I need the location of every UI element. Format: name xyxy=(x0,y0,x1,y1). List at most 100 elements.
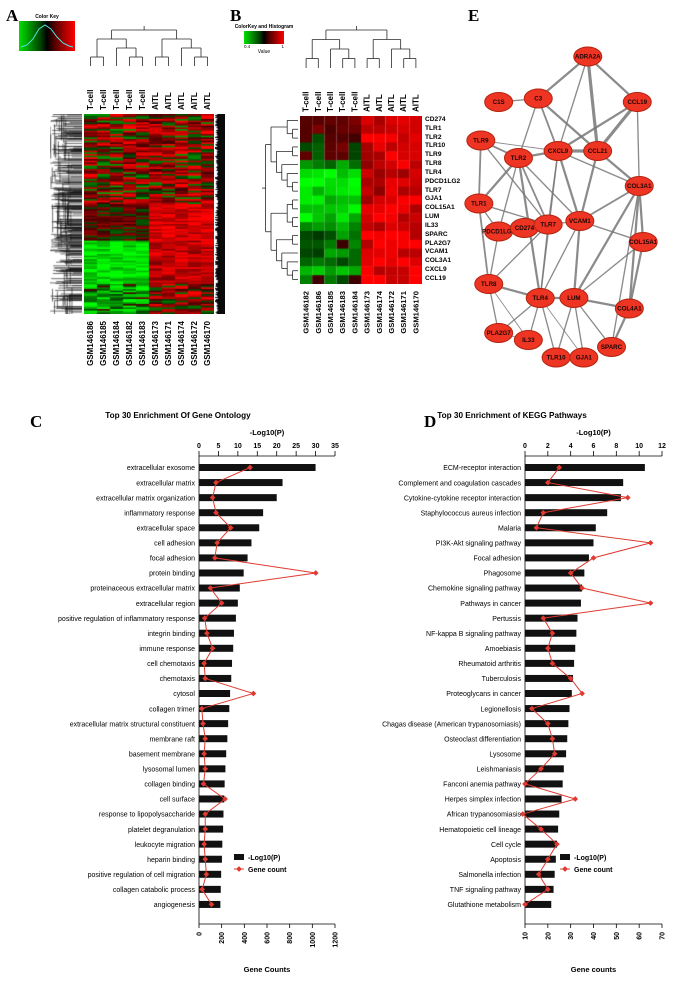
gene-count-marker xyxy=(556,464,563,471)
gene-node xyxy=(573,46,603,67)
category-label: immune response xyxy=(139,646,195,653)
panel-a-label: A xyxy=(6,6,19,25)
network-edge xyxy=(539,224,549,299)
pvalue-bar xyxy=(525,494,621,502)
category-label: lysosomal lumen xyxy=(143,767,195,774)
gene-node-label: LUM xyxy=(567,295,580,302)
sample-column-label: GSM146183 xyxy=(338,291,347,334)
gene-label: TLR9 xyxy=(425,151,442,159)
pvalue-bar xyxy=(525,599,581,607)
gene-node xyxy=(569,347,599,368)
top-axis-tick-label: 12 xyxy=(658,443,666,450)
gene-node xyxy=(474,274,504,294)
top-axis-tick-label: 8 xyxy=(614,443,618,450)
colorkey-b-title: ColorKey and Histogram xyxy=(234,24,294,30)
category-label: collagen trimer xyxy=(149,706,196,713)
sample-column-label: GSM146183 xyxy=(138,320,147,365)
gene-node xyxy=(624,176,654,196)
top-axis-tick-label: 35 xyxy=(331,443,339,450)
gene-node xyxy=(628,232,658,252)
colorkey-a-title: Color Key xyxy=(35,14,59,20)
category-label: Osteoclast differentiation xyxy=(444,736,521,743)
network-edge xyxy=(610,185,640,348)
network-edge xyxy=(557,101,638,152)
top-axis-tick-label: 10 xyxy=(635,443,643,450)
gene-count-marker xyxy=(538,766,544,772)
pvalue-bar xyxy=(525,765,564,773)
top-axis-tick-label: 0 xyxy=(197,443,201,450)
pvalue-bar xyxy=(199,795,225,803)
bottom-axis-tick-label: 50 xyxy=(614,932,621,940)
gene-node-label: IL33 xyxy=(522,337,535,344)
group-label: T-cell xyxy=(338,92,347,112)
category-label: NF-kappa B signaling pathway xyxy=(426,631,521,638)
sample-column-label: GSM146173 xyxy=(151,320,160,365)
gene-node-label: TLR1 xyxy=(471,201,487,208)
gene-node-label: CCL19 xyxy=(627,99,647,106)
pvalue-bar xyxy=(525,900,552,908)
gene-count-marker xyxy=(213,479,219,486)
pvalue-bar xyxy=(199,554,248,562)
sample-column-label: GSM146174 xyxy=(375,290,384,333)
pvalue-bar xyxy=(199,840,223,848)
gene-count-marker xyxy=(204,630,210,637)
gene-node-label: COL4A1 xyxy=(617,306,642,313)
category-label: Fanconi anemia pathway xyxy=(443,782,521,789)
colorkey-b-tick-high: 1 xyxy=(281,44,284,49)
bottom-axis-tick-label: 20 xyxy=(545,932,552,940)
category-label: extracellular matrix xyxy=(136,480,195,487)
gene-node-label: CXCL9 xyxy=(548,148,569,155)
pvalue-bar xyxy=(525,659,575,667)
category-label: Hematopoietic cell lineage xyxy=(439,827,521,834)
gene-label: IL33 xyxy=(425,221,439,229)
panel-e-label: E xyxy=(468,6,480,25)
gene-count-marker xyxy=(540,509,547,516)
panel-b-top-dendrogram xyxy=(305,26,417,68)
gene-node xyxy=(622,92,652,112)
pvalue-bar xyxy=(525,885,554,893)
group-label: AITL xyxy=(387,94,396,112)
sample-column-label: GSM146184 xyxy=(112,320,121,365)
gene-count-marker xyxy=(572,796,579,802)
network-edge xyxy=(537,97,599,152)
category-label: positive regulation of cell migration xyxy=(88,872,195,879)
gene-count-marker xyxy=(199,886,206,893)
gene-count-marker xyxy=(200,781,207,787)
network-edge xyxy=(517,98,539,159)
pvalue-bar xyxy=(199,539,252,547)
group-label: T-cell xyxy=(125,90,134,110)
gene-count-marker xyxy=(250,690,257,697)
category-label: heparin binding xyxy=(147,857,195,864)
group-label: T-cell xyxy=(99,90,108,110)
group-label: T-cell xyxy=(302,92,311,112)
sample-column-label: GSM146171 xyxy=(164,320,173,365)
bottom-axis-label: Gene Counts xyxy=(244,965,291,974)
gene-label: TLR10 xyxy=(425,142,446,150)
legend-pvalue-label: -Log10(P) xyxy=(574,855,606,862)
category-label: ECM-receptor interaction xyxy=(443,465,521,472)
sample-column-label: GSM146182 xyxy=(302,291,311,334)
bottom-axis-tick-label: 800 xyxy=(287,932,294,944)
category-label: extracellular region xyxy=(136,601,195,608)
gene-count-marker xyxy=(200,720,206,727)
group-label: AITL xyxy=(363,94,372,112)
sample-column-label: GSM146172 xyxy=(190,320,199,365)
pvalue-bar xyxy=(525,735,568,743)
category-label: Legionellosis xyxy=(481,706,522,713)
sample-column-label: GSM146182 xyxy=(125,320,134,365)
network-edge xyxy=(480,140,549,225)
top-axis-tick-label: 4 xyxy=(569,443,573,450)
top-axis-label: -Log10(P) xyxy=(576,428,611,437)
bottom-axis-tick-label: 10 xyxy=(523,932,530,940)
pvalue-bar xyxy=(199,705,230,713)
network-edge xyxy=(557,56,589,152)
category-label: cell adhesion xyxy=(154,541,195,548)
pvalue-bar xyxy=(199,720,229,728)
gene-node-label: TLR8 xyxy=(481,281,497,288)
gene-node-label: VCAM1 xyxy=(569,218,591,225)
gene-count-marker xyxy=(199,705,205,712)
category-label: Phagosome xyxy=(484,571,521,578)
gene-count-marker xyxy=(579,690,585,697)
group-label: AITL xyxy=(375,94,384,112)
